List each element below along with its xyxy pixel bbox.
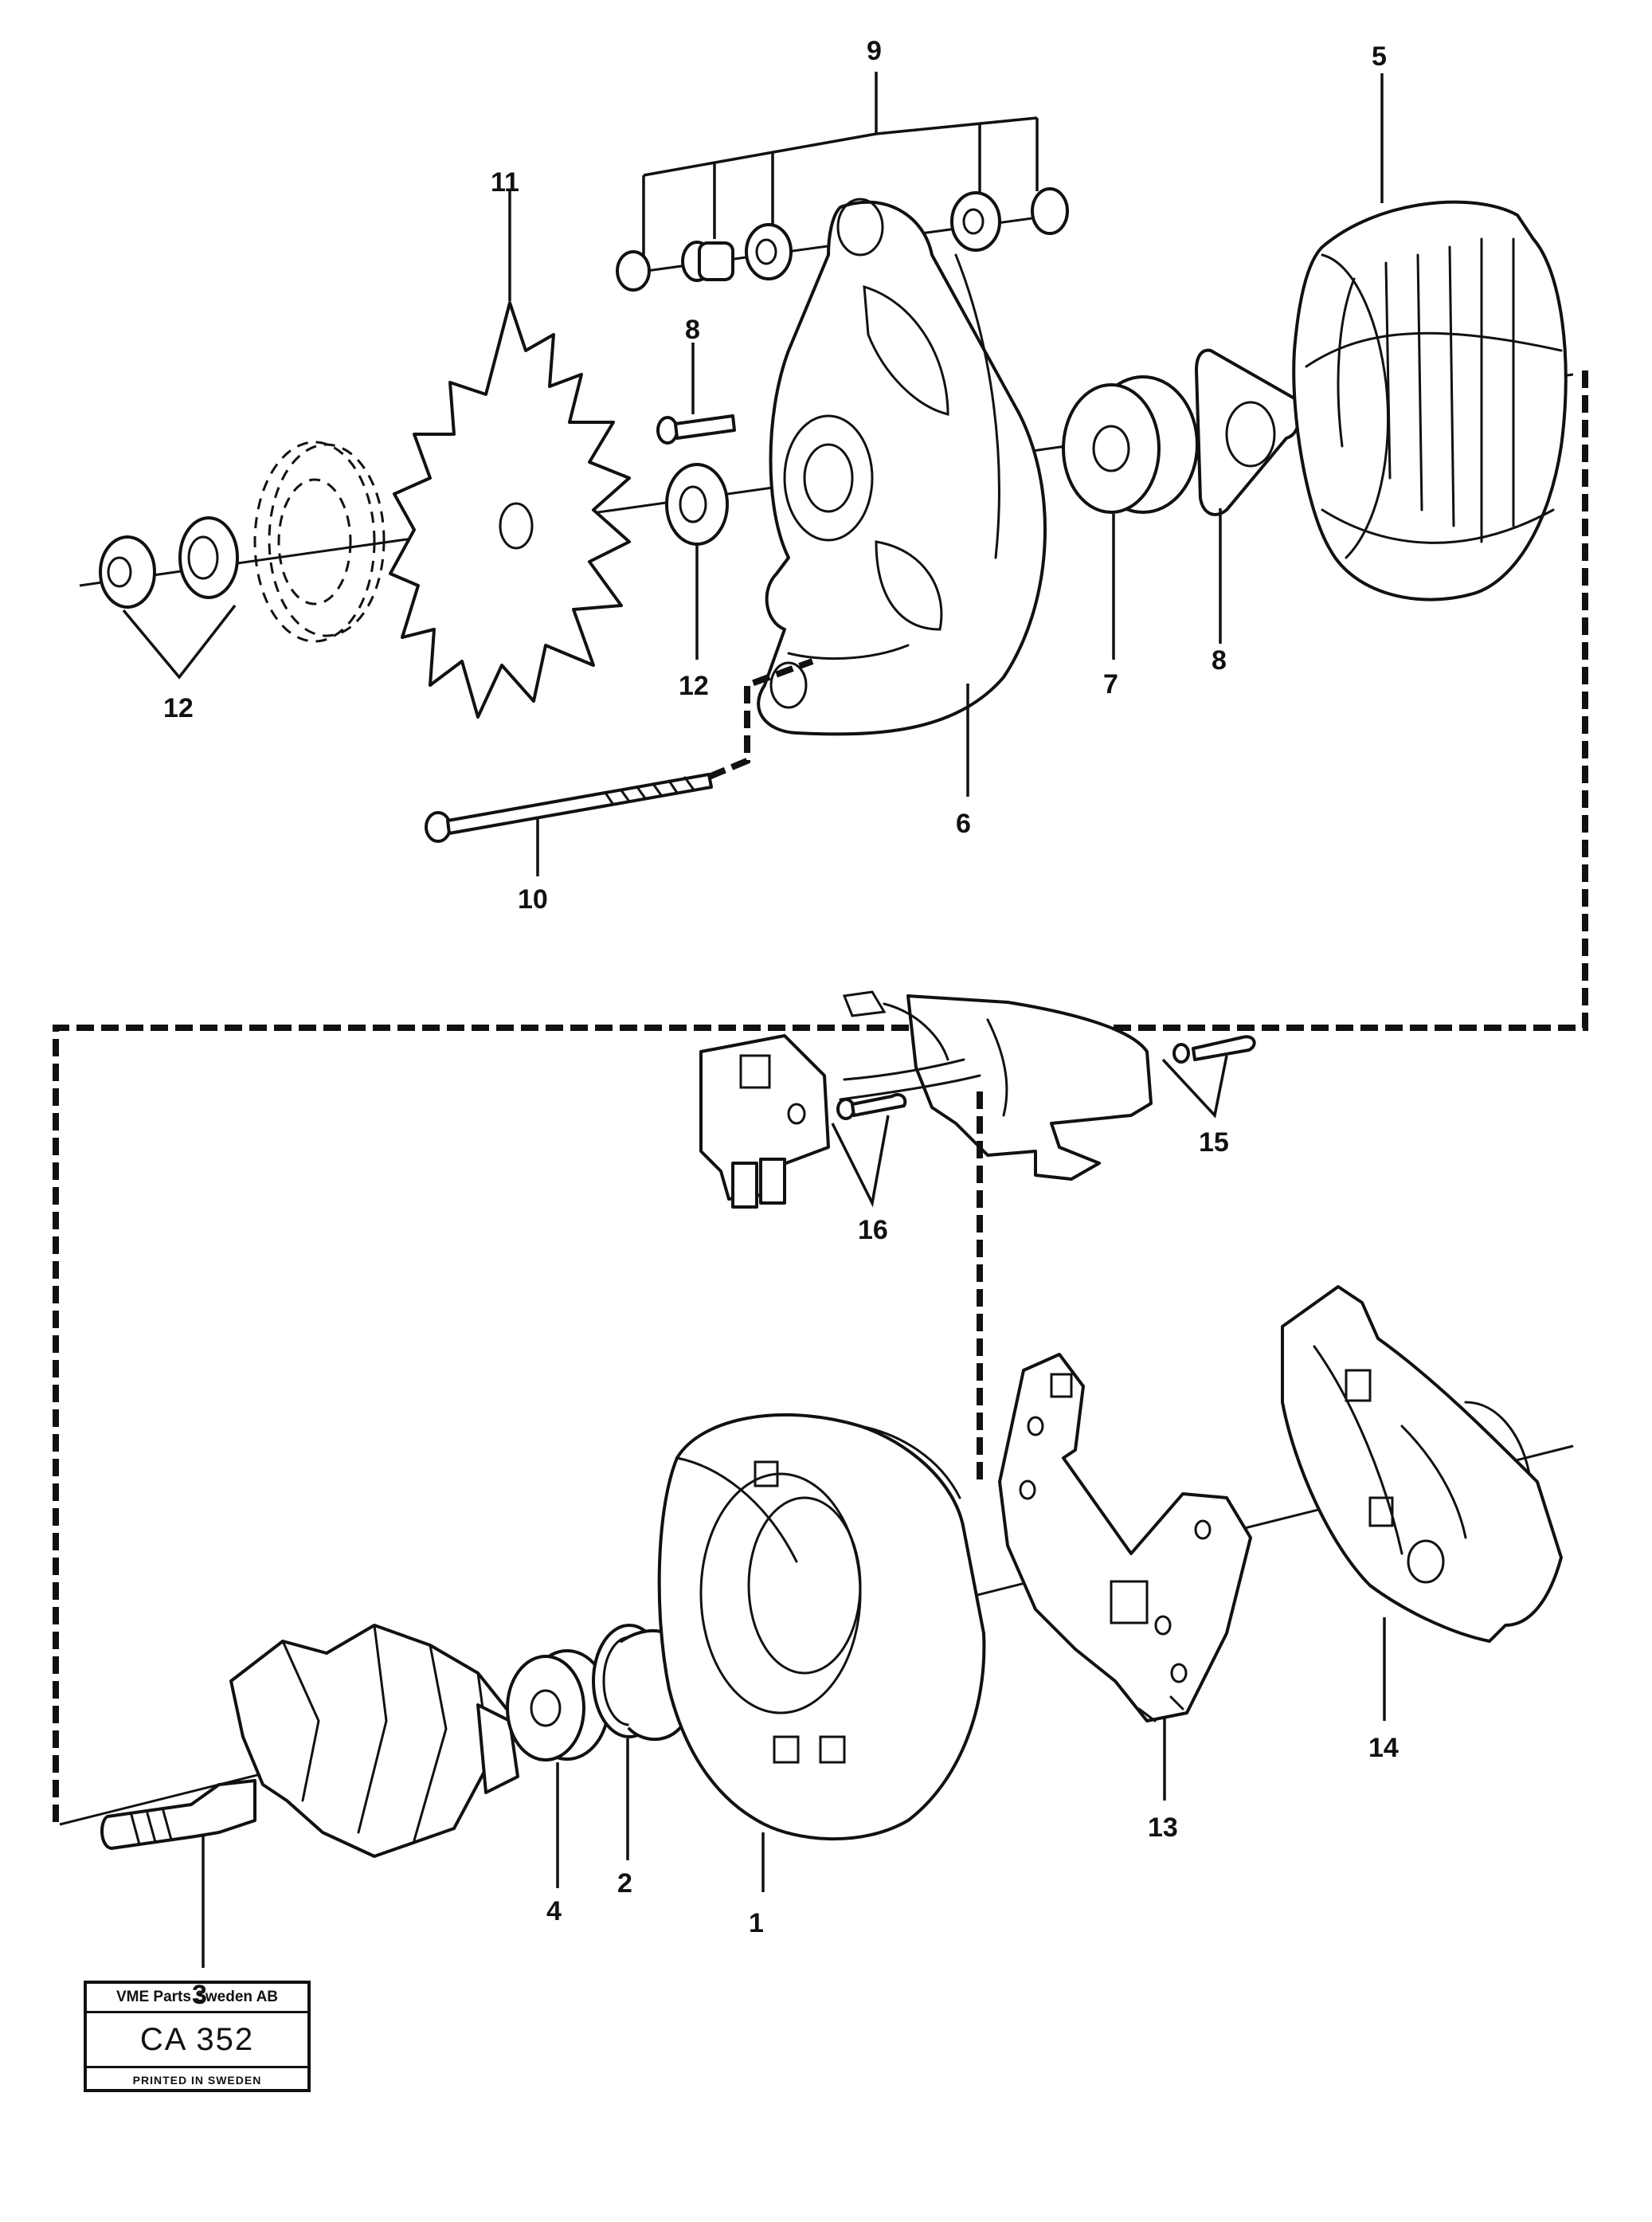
part-15-brush-holder (839, 990, 1256, 1181)
leader-15 (1161, 1055, 1228, 1119)
callout-5: 5 (1372, 41, 1387, 72)
callout-3: 3 (192, 1980, 207, 2010)
callout-11: 11 (491, 167, 519, 198)
part-7-bearing (1062, 375, 1199, 514)
callout-12-left: 12 (163, 693, 194, 723)
title-block-company: VME Parts Sweden AB (87, 1984, 307, 2013)
callout-7: 7 (1103, 669, 1118, 700)
part-5-stator (1292, 200, 1568, 602)
part-3-rotor (100, 1624, 519, 1858)
callout-2: 2 (617, 1868, 632, 1899)
callout-16: 16 (858, 1215, 888, 1245)
callout-15: 15 (1199, 1127, 1229, 1158)
callout-13: 13 (1148, 1812, 1178, 1843)
callout-10: 10 (518, 884, 548, 915)
title-block: VME Parts Sweden AB CA 352 PRINTED IN SW… (84, 1981, 311, 2092)
assembly-link-dashed (53, 370, 1588, 1826)
callout-1: 1 (749, 1908, 764, 1938)
part-8-retaining-plate (1195, 348, 1301, 516)
part-13-rectifier (998, 1353, 1252, 1722)
title-block-code: CA 352 (87, 2013, 307, 2068)
part-12-washer (665, 463, 729, 546)
leader-9-bracket (643, 116, 1038, 177)
callout-8-upper: 8 (685, 315, 700, 345)
bolt-path-dashed (707, 658, 814, 780)
part-4-bearing (506, 1649, 610, 1762)
title-block-printed: PRINTED IN SWEDEN (132, 2074, 262, 2087)
callout-12-middle: 12 (679, 671, 709, 701)
part-9-bushings (616, 187, 1069, 292)
part-10-through-bolt (425, 773, 713, 843)
callout-14: 14 (1368, 1733, 1399, 1763)
callout-4: 4 (546, 1896, 562, 1926)
leader-16 (831, 1115, 890, 1208)
part-16-regulator (699, 1034, 907, 1209)
leader-12-left (122, 604, 237, 680)
part-11-fan (389, 301, 631, 719)
part-1-end-shield (657, 1413, 986, 1841)
part-14-cover (1281, 1285, 1563, 1643)
callout-6: 6 (956, 809, 971, 839)
part-8-screw (656, 414, 736, 445)
pulley-outline (253, 441, 386, 643)
part-6-drive-end-shield (757, 198, 1047, 736)
part-12-nut-and-washer (99, 516, 239, 609)
callout-9: 9 (867, 36, 882, 66)
callout-8-lower: 8 (1212, 645, 1227, 676)
